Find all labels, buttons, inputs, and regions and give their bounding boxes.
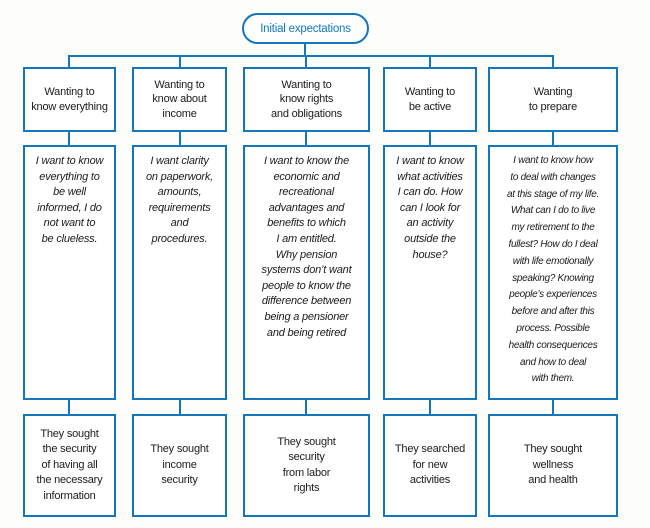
connector-drop-mid-4: [429, 131, 431, 146]
branch-quote-know-about-income: I want clarity on paperwork, amounts, re…: [132, 145, 227, 400]
branch-header-rights-obligations: Wanting to know rights and obligations: [243, 67, 370, 132]
connector-drop-low-5: [552, 399, 554, 415]
connector-drop-mid-2: [179, 131, 181, 146]
connector-bus: [68, 55, 554, 57]
branch-quote-know-everything: I want to know everything to be well inf…: [23, 145, 116, 400]
connector-drop-low-3: [305, 399, 307, 415]
connector-drop-low-4: [429, 399, 431, 415]
connector-drop-low-2: [179, 399, 181, 415]
root-node: Initial expectations: [242, 13, 369, 44]
connector-drop-top-3: [305, 55, 307, 68]
branch-outcome-rights-obligations: They sought security from labor rights: [243, 414, 370, 517]
branch-quote-rights-obligations: I want to know the economic and recreati…: [243, 145, 370, 400]
branch-header-know-everything: Wanting to know everything: [23, 67, 116, 132]
branch-header-know-about-income: Wanting to know about income: [132, 67, 227, 132]
branch-header-prepare: Wanting to prepare: [488, 67, 618, 132]
connector-drop-top-1: [68, 55, 70, 68]
connector-drop-low-1: [68, 399, 70, 415]
connector-drop-mid-3: [305, 131, 307, 146]
branch-outcome-prepare: They sought wellness and health: [488, 414, 618, 517]
branch-quote-prepare: I want to know how to deal with changes …: [488, 145, 618, 400]
branch-quote-be-active: I want to know what activities I can do.…: [383, 145, 477, 400]
branch-outcome-know-about-income: They sought income security: [132, 414, 227, 517]
branch-header-be-active: Wanting to be active: [383, 67, 477, 132]
connector-drop-top-2: [179, 55, 181, 68]
connector-drop-mid-1: [68, 131, 70, 146]
connector-drop-top-4: [429, 55, 431, 68]
connector-drop-top-5: [552, 55, 554, 68]
branch-outcome-be-active: They searched for new activities: [383, 414, 477, 517]
connector-root-stem: [304, 44, 306, 56]
branch-outcome-know-everything: They sought the security of having all t…: [23, 414, 116, 517]
connector-drop-mid-5: [552, 131, 554, 146]
